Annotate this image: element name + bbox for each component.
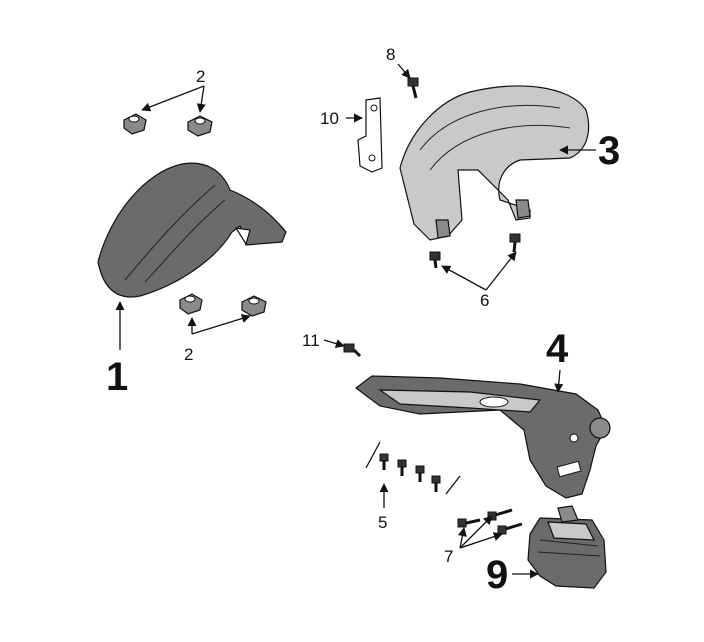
callout-1: 1 xyxy=(106,355,128,399)
leader-lines xyxy=(115,63,596,579)
callout-8: 8 xyxy=(386,45,395,64)
callout-5: 5 xyxy=(378,513,387,532)
inner-fender-part-3 xyxy=(399,85,590,241)
clip-nut-bottom-right xyxy=(241,295,267,317)
clip-nut-top-right xyxy=(187,115,213,137)
screw-part-6-right xyxy=(509,233,521,253)
rear-mudguard-part-4 xyxy=(355,375,611,499)
bracket-part-10 xyxy=(357,97,383,173)
clip-nut-top-left xyxy=(123,113,147,135)
screw-set-part-5 xyxy=(365,441,461,495)
callout-11: 11 xyxy=(302,331,320,350)
screw-part-6-left xyxy=(429,251,441,269)
callout-9: 9 xyxy=(486,553,508,597)
plate-light-part-9 xyxy=(527,505,607,589)
front-fender-part-1 xyxy=(97,162,287,298)
callout-4: 4 xyxy=(546,327,569,371)
callout-7: 7 xyxy=(444,547,453,566)
screw-set-part-7 xyxy=(457,508,523,535)
screw-part-11 xyxy=(343,343,362,358)
callout-2-top: 2 xyxy=(196,67,205,86)
callout-2-bottom: 2 xyxy=(184,345,193,364)
callout-10: 10 xyxy=(320,109,339,128)
screw-part-8 xyxy=(407,77,419,99)
callout-3: 3 xyxy=(598,129,620,173)
callout-6: 6 xyxy=(480,291,489,310)
clip-nut-bottom-left xyxy=(179,293,203,315)
